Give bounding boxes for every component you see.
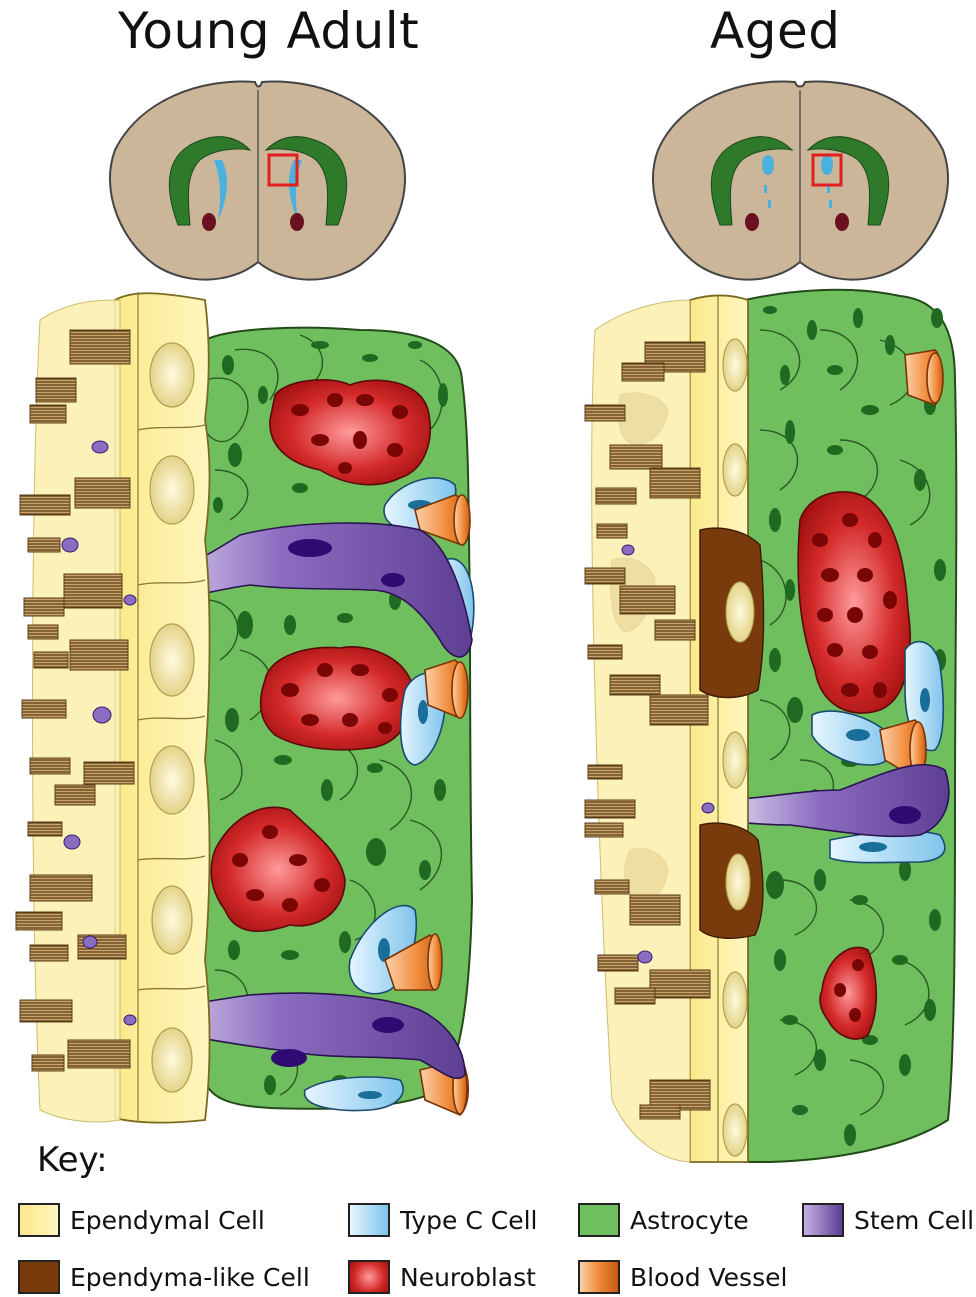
key-label: Type C Cell [400,1206,538,1235]
key-item-neuroblast: Neuroblast [348,1260,536,1294]
key-item-blood-vessel: Blood Vessel [578,1260,787,1294]
ependymal-swatch [18,1203,60,1237]
stem-swatch [802,1203,844,1237]
key-label: Astrocyte [630,1206,749,1235]
ependymal-column [115,293,210,1122]
key-item-ependyma-like: Ependyma-like Cell [18,1260,310,1294]
brain-section-young [110,82,405,280]
astrocyte-swatch [578,1203,620,1237]
key-item-type-c: Type C Cell [348,1203,538,1237]
blood-vessel-swatch [578,1260,620,1294]
ependymal-column [690,296,748,1163]
key-label: Neuroblast [400,1263,536,1292]
brain-section-aged [653,82,948,280]
key-label: Ependymal Cell [70,1206,265,1235]
key-item-stem: Stem Cell [802,1203,974,1237]
young-adult-niche [16,292,474,1123]
key-item-astrocyte: Astrocyte [578,1203,749,1237]
aged-niche [585,290,956,1162]
key-label: Stem Cell [854,1206,974,1235]
key-label: Blood Vessel [630,1263,787,1292]
neuroblast-swatch [348,1260,390,1294]
ependyma-like-swatch [18,1260,60,1294]
key-label: Ependyma-like Cell [70,1263,310,1292]
key-title: Key: [37,1140,108,1180]
type-c-swatch [348,1203,390,1237]
key-item-ependymal: Ependymal Cell [18,1203,265,1237]
